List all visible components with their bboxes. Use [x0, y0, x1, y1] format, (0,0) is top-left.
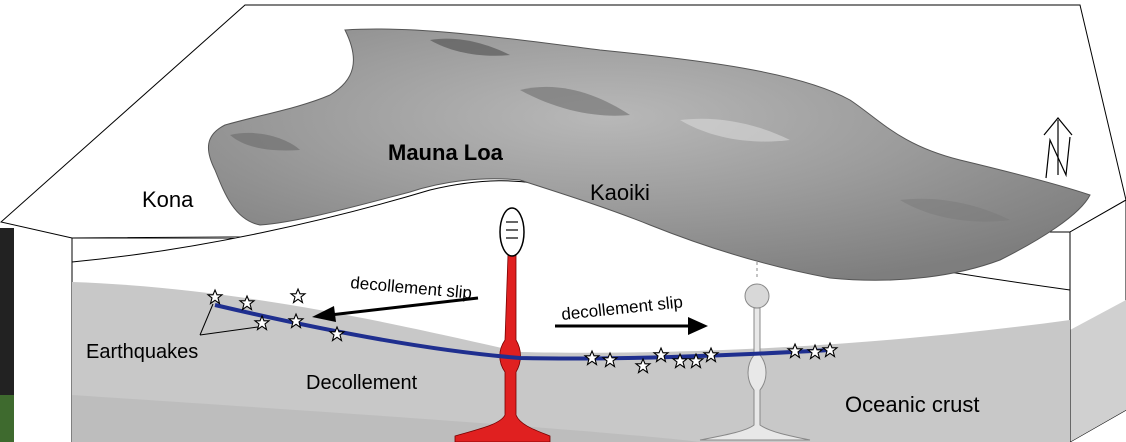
magma-chamber [500, 208, 524, 256]
label-kona: Kona [142, 187, 194, 212]
label-earthquakes: Earthquakes [86, 341, 198, 363]
ghost-chamber [745, 284, 769, 308]
label-oceanic-crust: Oceanic crust [845, 392, 980, 417]
label-mauna-loa: Mauna Loa [388, 140, 504, 165]
photo-edge-green [0, 395, 14, 442]
label-kaoiki: Kaoiki [590, 180, 650, 205]
label-decollement: Decollement [306, 372, 418, 394]
